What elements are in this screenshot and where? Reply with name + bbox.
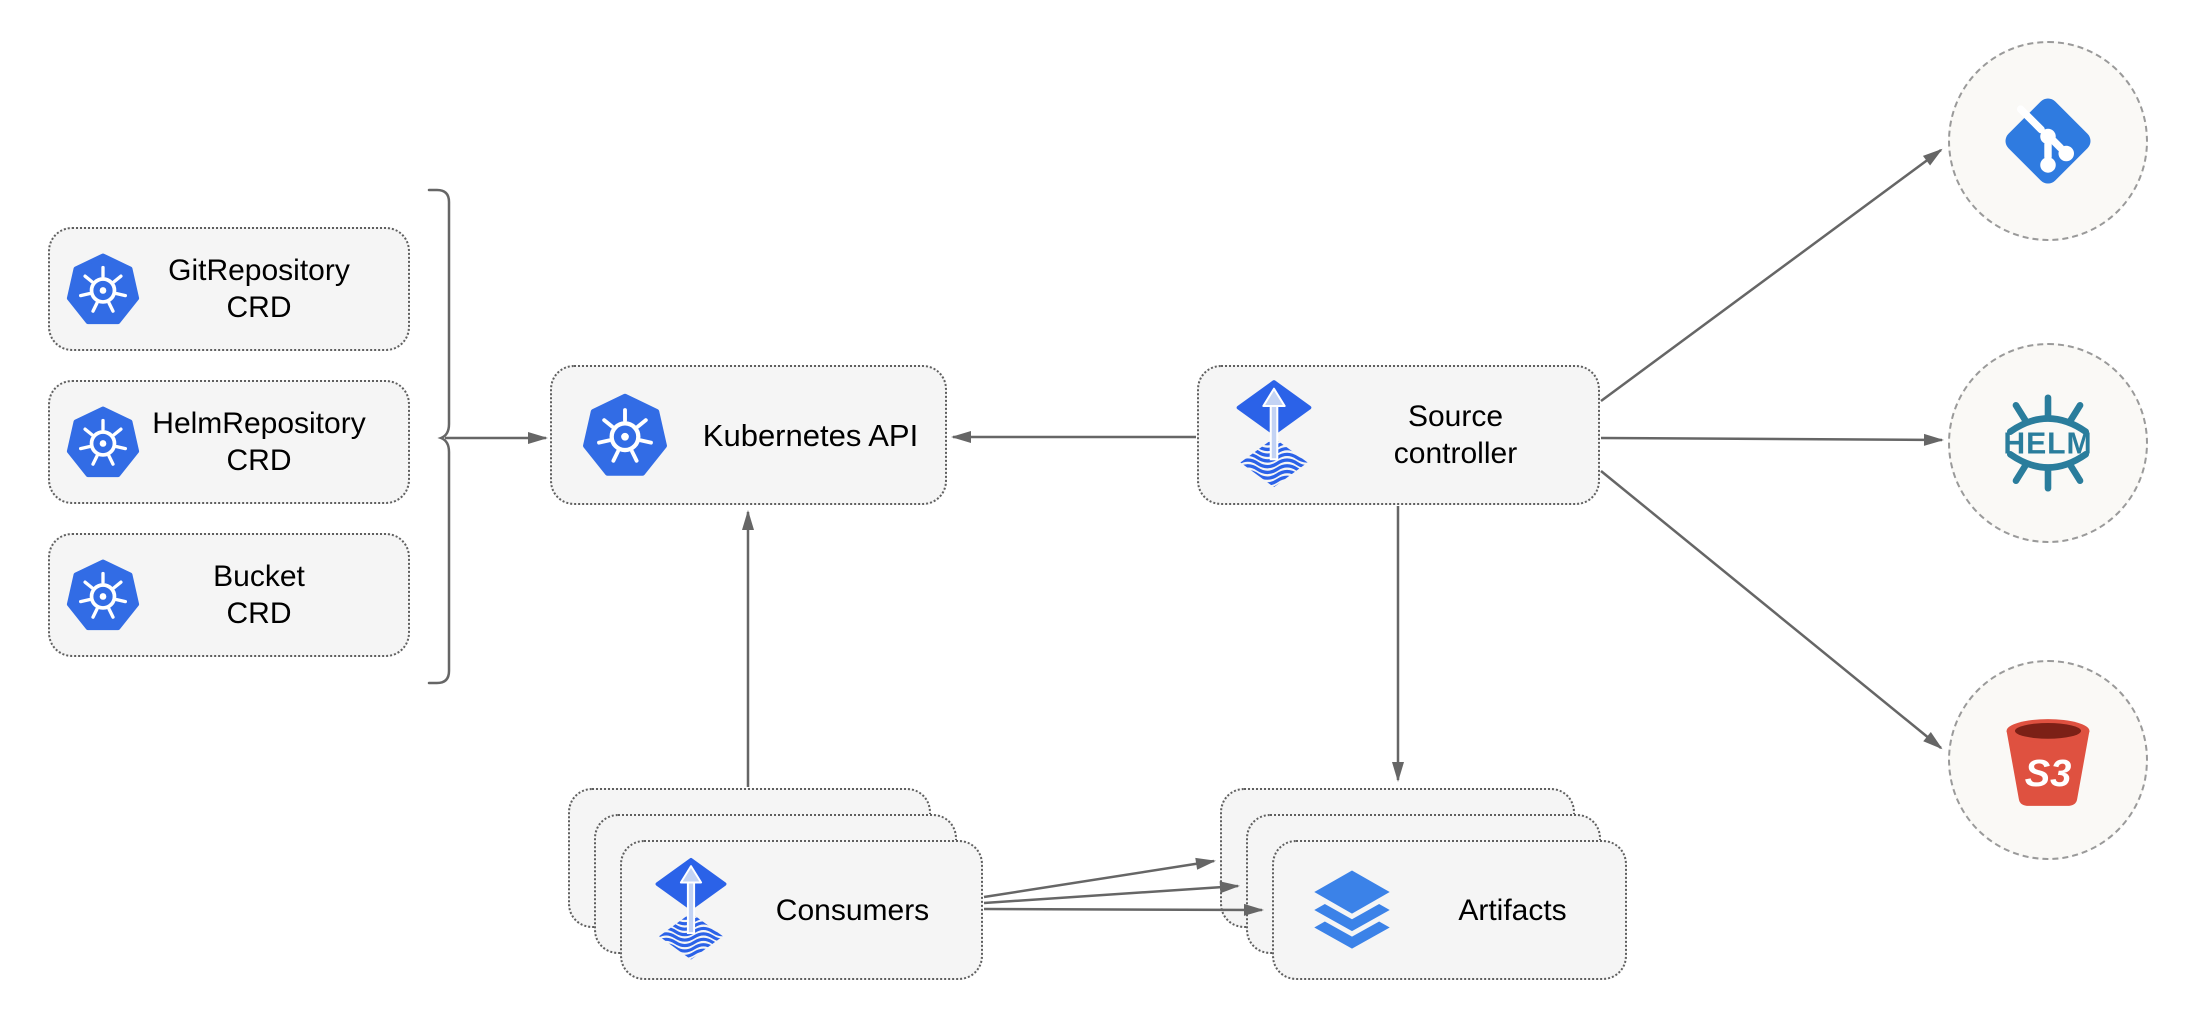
consumers-label: Consumers (775, 893, 930, 927)
git-source-circle (1948, 41, 2148, 241)
s3-bucket-icon: S3 (2006, 719, 2090, 806)
kubernetes-icon (583, 393, 667, 476)
git-icon (2005, 98, 2091, 184)
helm-logo-text: HELM (2003, 427, 2092, 460)
helm-source-circle: HELM (1948, 343, 2148, 543)
kubernetes-api-label: Kubernetes API (702, 417, 919, 453)
flux-icon (655, 857, 727, 960)
kubernetes-icon (66, 253, 140, 325)
artifacts-box: Artifacts (1272, 840, 1627, 980)
kubernetes-icon (66, 559, 140, 631)
kubernetes-api-box: Kubernetes API (550, 365, 947, 505)
helm-icon: HELM (2003, 394, 2092, 492)
s3-source-circle: S3 (1948, 660, 2148, 860)
s3-logo-text: S3 (2025, 753, 2072, 795)
flux-icon (1236, 379, 1312, 487)
consumers-box: Consumers (620, 840, 983, 980)
layers-icon (1314, 870, 1390, 949)
kubernetes-icon (66, 406, 140, 478)
artifacts-label: Artifacts (1458, 893, 1567, 927)
